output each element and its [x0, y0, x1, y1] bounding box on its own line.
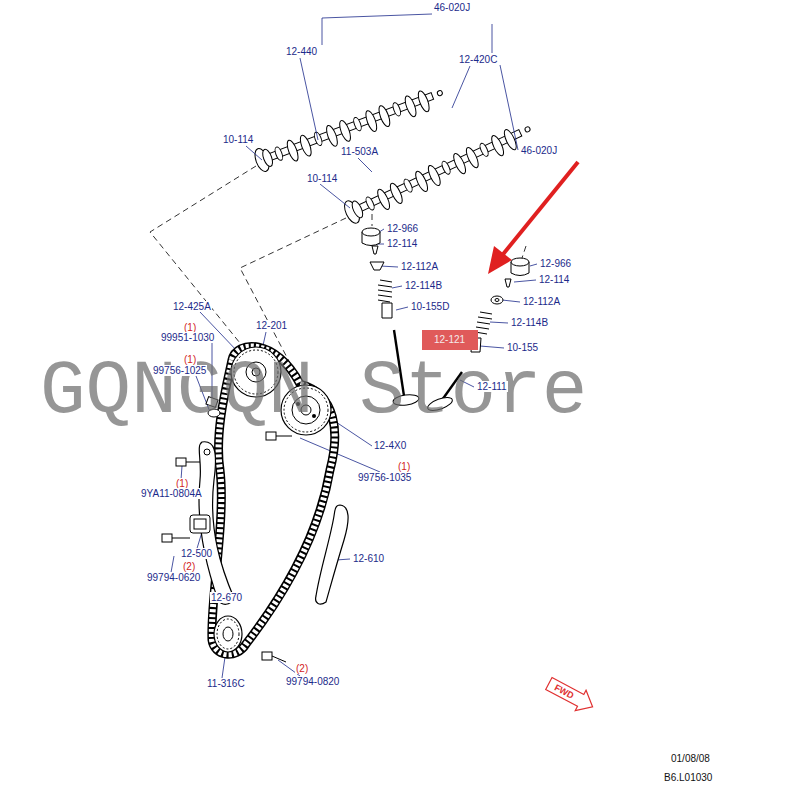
part-number: 11-503A: [340, 146, 379, 157]
part-number: 99951-1030: [160, 332, 215, 343]
part-number: 10-114: [306, 173, 338, 184]
part-number: 12-114: [538, 274, 570, 285]
bolts: [162, 397, 292, 662]
part-number: 10-114: [222, 134, 254, 145]
camshaft: [341, 117, 535, 226]
part-number: 12-500: [180, 548, 213, 559]
part-number: 12-420C: [458, 54, 498, 65]
quantity-number: (2): [295, 663, 309, 674]
highlight-box: 12-121: [422, 330, 478, 350]
arrow-shape: [543, 673, 598, 717]
quantity-number: (2): [182, 561, 196, 572]
quantity-number: (1): [183, 354, 197, 365]
chain-guide: [316, 505, 348, 604]
part-number: 12-111: [476, 381, 508, 392]
drawing-code: B6.L01030: [663, 772, 713, 783]
watermark: GQNGQN Store: [40, 352, 587, 432]
part-number: 12-112A: [400, 261, 439, 272]
part-number: 12-114: [386, 238, 418, 249]
part-number: 10-155D: [410, 301, 450, 312]
part-number: 99756-1025: [152, 365, 207, 376]
leader-lines: [170, 14, 537, 678]
forward-arrow: FWD: [542, 672, 598, 717]
part-number: 12-425A: [172, 301, 212, 312]
part-number: 12-966: [539, 258, 572, 269]
part-number: 12-670: [210, 592, 243, 603]
part-number: 11-316C: [206, 678, 246, 689]
part-number: 99794-0820: [285, 676, 340, 687]
part-number: 12-201: [255, 320, 288, 331]
part-number: 12-114B: [510, 317, 549, 328]
part-number: 9YA11-0804A: [140, 488, 203, 499]
part-number: 46-020J: [433, 2, 471, 13]
part-number: 12-121: [434, 334, 466, 346]
part-number: 12-440: [285, 46, 318, 57]
pointer-arrow: [488, 162, 578, 274]
drawing-code: 01/08/08: [670, 753, 711, 764]
part-number: 12-610: [352, 553, 385, 564]
part-number: 10-155: [506, 342, 539, 353]
part-number: 12-4X0: [373, 440, 407, 451]
part-number: 12-966: [386, 223, 419, 234]
quantity-number: (1): [397, 461, 411, 472]
part-number: 99794-0620: [146, 572, 201, 583]
part-number: 46-020J: [520, 145, 558, 156]
part-number: 99756-1035: [357, 472, 412, 483]
camshaft: [252, 81, 447, 174]
part-number: 12-112A: [522, 296, 561, 307]
part-number: 12-114B: [404, 280, 443, 291]
crank-sprocket: [214, 616, 242, 652]
